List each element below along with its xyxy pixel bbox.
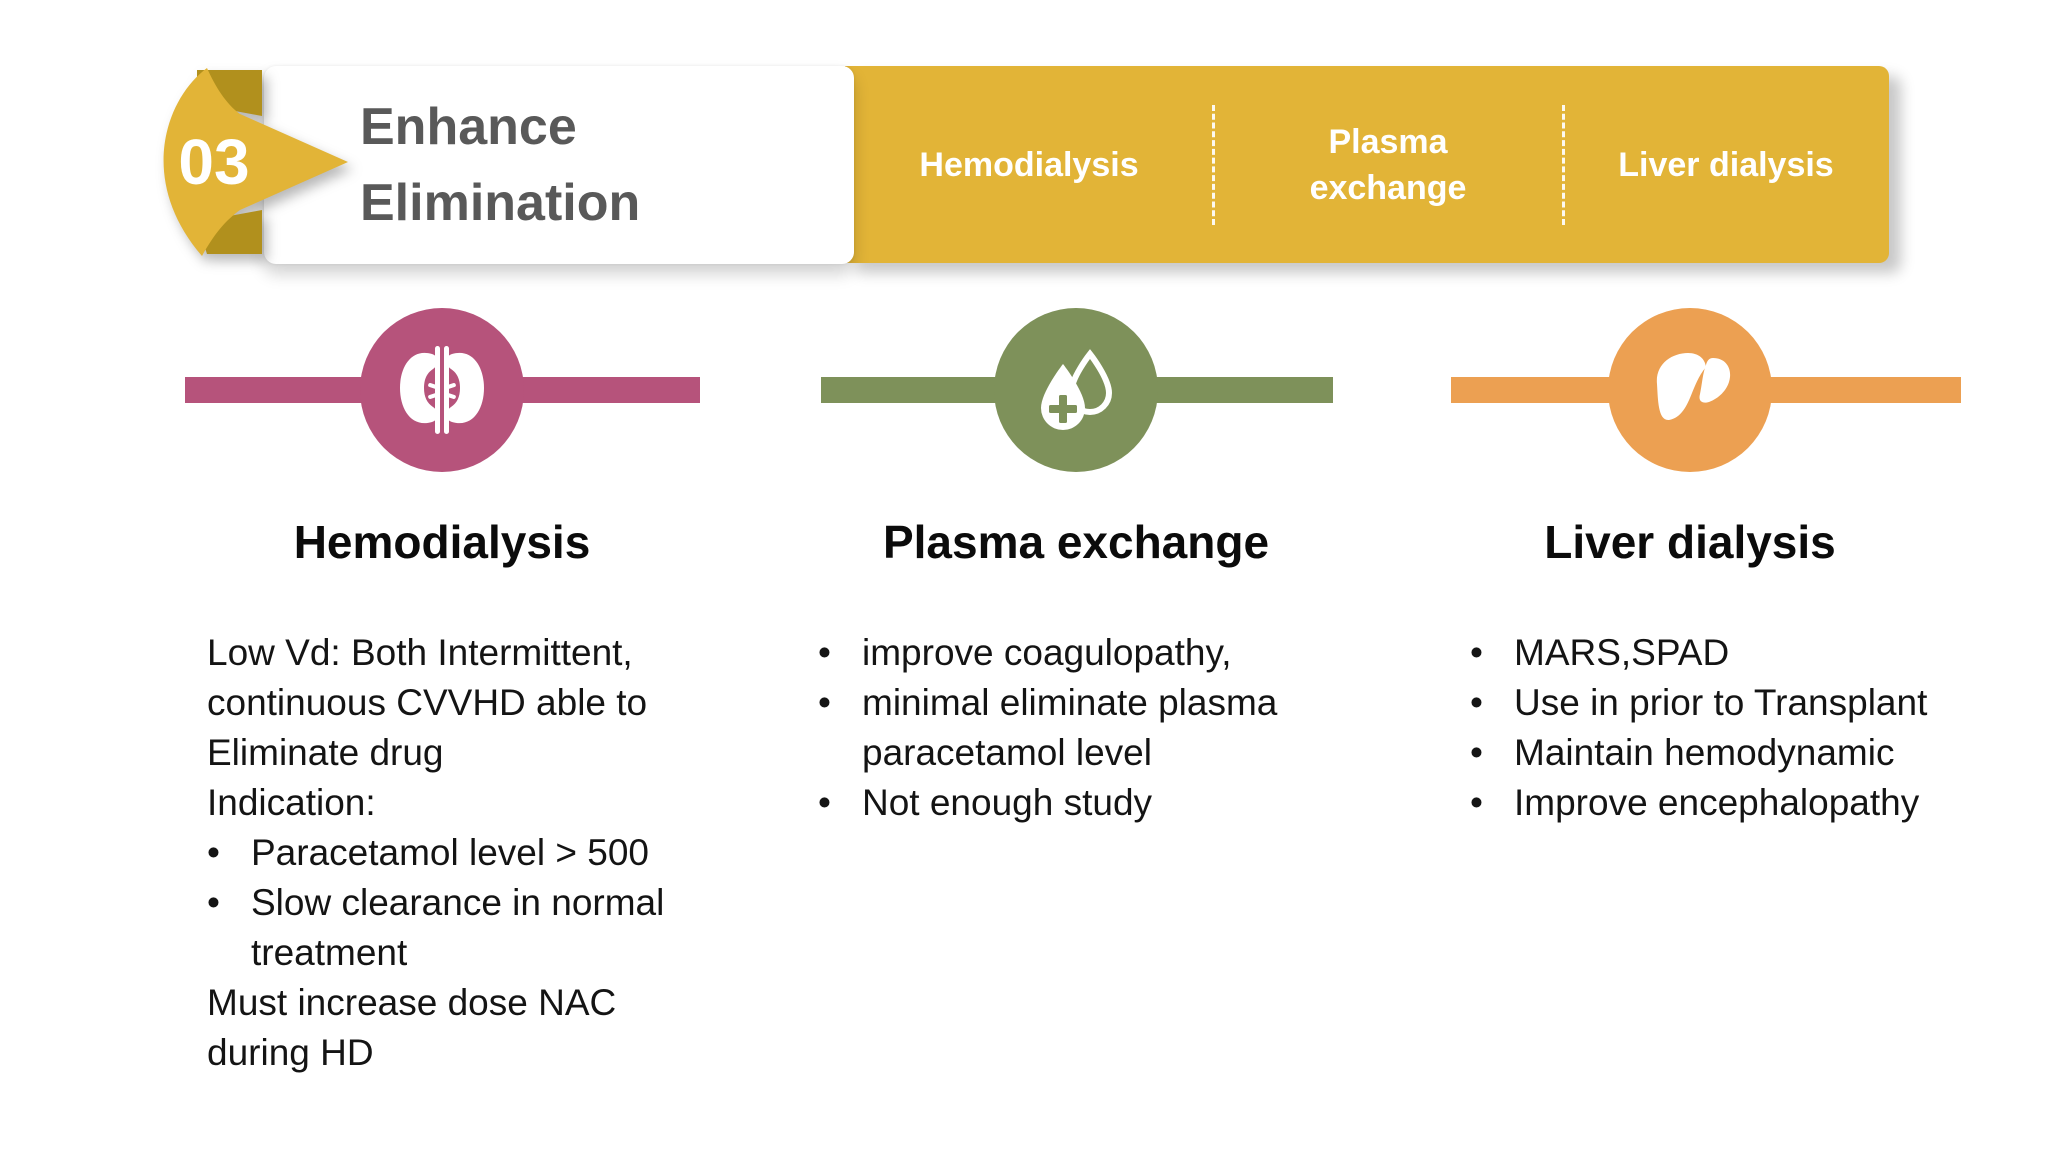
tab-label: Hemodialysis	[919, 145, 1139, 184]
text-line: Eliminate drug	[207, 732, 444, 773]
step-badge: 03	[163, 68, 348, 256]
bullet-marker: •	[1470, 782, 1483, 823]
tab-hemodialysis[interactable]: Hemodialysis	[845, 66, 1215, 263]
liver-icon	[1656, 353, 1731, 421]
bullet-marker: •	[207, 832, 220, 873]
column-text: •improve coagulopathy, •minimal eliminat…	[816, 628, 1336, 828]
column-plasma-exchange: Plasma exchange •improve coagulopathy, •…	[816, 512, 1336, 828]
column-liver-dialysis: Liver dialysis •MARS,SPAD •Use in prior …	[1430, 512, 1950, 828]
text-line: Must increase dose NAC	[207, 982, 617, 1023]
liver-icon-circle	[1608, 308, 1772, 472]
text-line: continuous CVVHD able to	[207, 682, 648, 723]
step-number: 03	[178, 126, 249, 198]
tab-liver-dialysis[interactable]: Liver dialysis	[1563, 66, 1889, 263]
text-line: during HD	[207, 1032, 374, 1073]
hemodialysis-icon-circle	[360, 308, 524, 472]
column-text: Low Vd: Both Intermittent, continuous CV…	[182, 628, 702, 1078]
column-hemodialysis: Hemodialysis Low Vd: Both Intermittent, …	[182, 512, 702, 1078]
bullet-marker: •	[818, 682, 831, 723]
kidneys-icon	[400, 346, 484, 434]
plasma-icon-circle	[994, 308, 1158, 472]
tab-label: Liver dialysis	[1618, 145, 1834, 184]
column-heading: Hemodialysis	[293, 516, 591, 568]
text-line: •Paracetamol level > 500	[207, 828, 702, 878]
text-line: •MARS,SPAD	[1470, 628, 1950, 678]
column-text: •MARS,SPAD •Use in prior to Transplant •…	[1430, 628, 1950, 828]
header-banner: Hemodialysis Plasma exchange Liver dialy…	[845, 66, 1889, 263]
badge-arrow-shape	[163, 68, 348, 256]
text-line: •Improve encephalopathy	[1470, 778, 1950, 828]
text-line: •Maintain hemodynamic	[1470, 728, 1950, 778]
text-line: Indication:	[207, 782, 376, 823]
column-heading: Plasma exchange	[882, 516, 1270, 568]
text-line: •Use in prior to Transplant	[1470, 678, 1950, 728]
bullet-marker: •	[1470, 732, 1483, 773]
bullet-marker: •	[1470, 632, 1483, 673]
blood-drops-icon	[1041, 349, 1113, 430]
bullet-marker: •	[1470, 682, 1483, 723]
bullet-marker: •	[818, 632, 831, 673]
text-line: •Slow clearance in normal	[207, 878, 702, 928]
text-line: •Not enough study	[818, 778, 1336, 828]
text-line: Low Vd: Both Intermittent,	[207, 632, 633, 673]
bullet-marker: •	[818, 782, 831, 823]
text-line: paracetamol level	[862, 732, 1152, 773]
tab-label: Plasma exchange	[1309, 122, 1467, 207]
text-line: •improve coagulopathy,	[818, 628, 1336, 678]
title-box: Enhance Elimination	[264, 66, 854, 264]
page-title-line1: Enhance	[360, 98, 577, 156]
text-line: •minimal eliminate plasma	[818, 678, 1336, 728]
column-heading: Liver dialysis	[1544, 516, 1836, 568]
text-line: treatment	[251, 932, 408, 973]
bullet-marker: •	[207, 882, 220, 923]
page-title-line2: Elimination	[360, 174, 641, 232]
tab-plasma-exchange[interactable]: Plasma exchange	[1213, 66, 1565, 263]
